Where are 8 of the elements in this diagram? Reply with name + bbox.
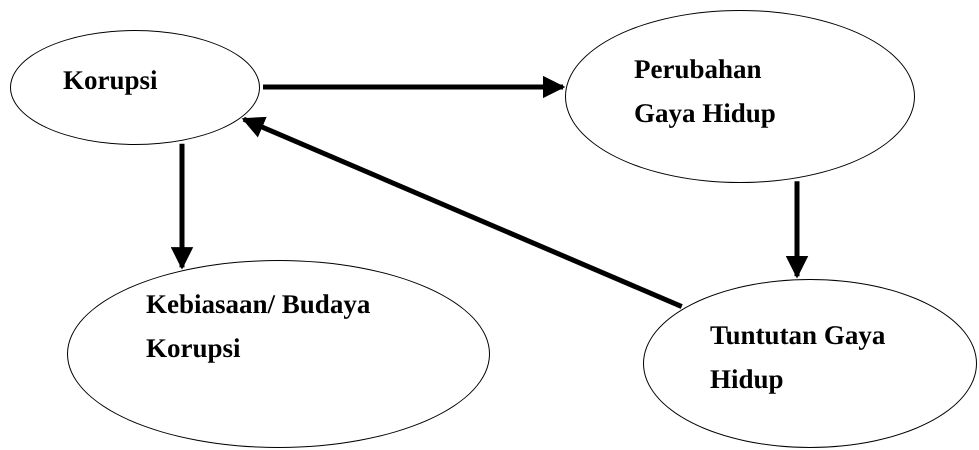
arrow (242, 116, 683, 309)
arrow (786, 181, 808, 278)
node-label: Tuntutan Gaya Hidup (710, 319, 886, 396)
node-label: Korupsi (63, 64, 159, 97)
arrow (170, 144, 194, 270)
arrow (263, 76, 566, 98)
node-label: Kebiasaan/ Budaya Korupsi (146, 288, 372, 365)
node-label: Perubahan Gaya Hidup (634, 53, 777, 130)
